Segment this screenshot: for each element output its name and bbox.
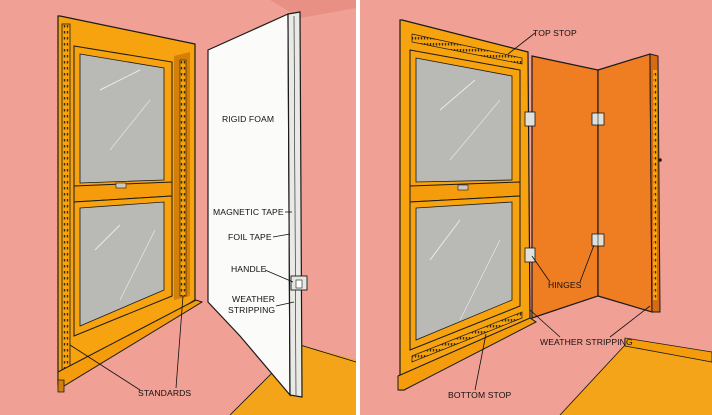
leader-standards-right (175, 295, 184, 389)
label-top-stop: TOP STOP (533, 28, 577, 38)
leader-foil-tape (272, 233, 291, 238)
left-upper-glass (79, 53, 165, 184)
hinge-icon (524, 247, 536, 263)
leader-bottom-stop (474, 333, 487, 391)
label-magnetic-tape: MAGNETIC TAPE (213, 207, 284, 217)
leader-hinges-left (531, 255, 551, 283)
handle-icon (290, 275, 308, 291)
left-labels: RIGID FOAM MAGNETIC TAPE FOIL TAPE HANDL… (69, 114, 295, 398)
right-floor (560, 345, 712, 415)
right-sill (397, 317, 537, 391)
left-sill-front (57, 379, 65, 393)
label-handle: HANDLE (231, 264, 267, 274)
right-baseboard (624, 337, 712, 363)
sash-lock-icon (115, 182, 127, 189)
leader-standards-left (69, 344, 141, 391)
hinge-icon (591, 233, 605, 247)
label-stripping: STRIPPING (228, 305, 275, 315)
leader-weather-stripping-left (529, 309, 561, 338)
right-sash-lock-icon (457, 184, 469, 191)
leader-hinges-right (579, 244, 595, 283)
label-foil-tape: FOIL TAPE (228, 232, 272, 242)
left-window-frame (57, 15, 204, 393)
hinge-icon (591, 112, 605, 126)
panel-edge-stripping (653, 70, 657, 300)
left-wall-upper-shade (270, 0, 356, 18)
panel-left-leaf (531, 55, 599, 319)
panel-divider (356, 0, 360, 415)
label-weather: WEATHER (232, 294, 275, 304)
right-labels: TOP STOP HINGES WEATHER STRIPPING BOTTOM… (448, 28, 651, 400)
label-rigid-foam: RIGID FOAM (222, 114, 274, 124)
left-standard-strip (61, 23, 71, 375)
panel-right-leaf (597, 53, 653, 313)
right-standard-strip (179, 59, 187, 297)
panel-knob-icon (658, 158, 662, 162)
hinge-icon (524, 111, 536, 127)
top-stop-strip (411, 33, 523, 65)
right-window-frame (397, 19, 537, 391)
foam-panel-face (207, 13, 291, 397)
leader-weather-stripping-right (609, 305, 651, 338)
label-weather-stripping: WEATHER STRIPPING (540, 337, 633, 347)
right-panel: TOP STOP HINGES WEATHER STRIPPING BOTTOM… (360, 0, 712, 415)
right-lower-glass (415, 201, 513, 341)
rigid-foam-panel (207, 11, 308, 398)
leader-handle (264, 269, 294, 283)
leader-weather-stripping (275, 301, 295, 307)
left-lower-glass (79, 201, 165, 327)
leader-top-stop (507, 32, 536, 55)
hinged-panels (524, 53, 662, 319)
label-hinges: HINGES (548, 280, 582, 290)
label-bottom-stop: BOTTOM STOP (448, 390, 512, 400)
bottom-stop-strip (411, 311, 523, 363)
left-panel: RIGID FOAM MAGNETIC TAPE FOIL TAPE HANDL… (0, 0, 357, 415)
right-upper-glass (415, 57, 513, 183)
label-standards: STANDARDS (138, 388, 191, 398)
